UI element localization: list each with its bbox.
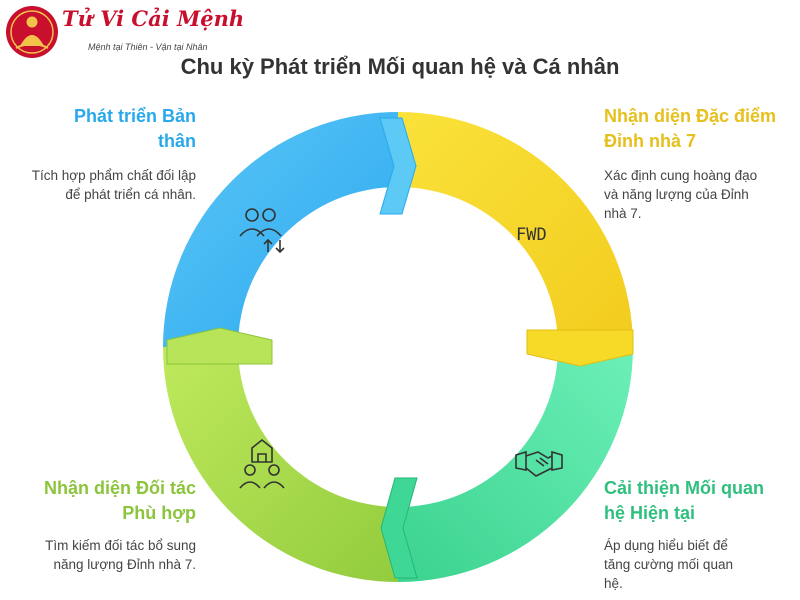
chevron-connector-left [166,327,273,365]
ring-segment-blue [163,112,398,347]
diagram-title: Chu kỳ Phát triển Mối quan hệ và Cá nhân [180,54,620,79]
logo-subtitle: Mệnh tại Thiên - Vận tại Nhân [88,42,208,52]
chevron-connector-top [379,117,417,215]
stage-description-self-development: Tích hợp phẩm chất đối lập để phát triển… [31,168,196,202]
people-exchange-icon [239,208,285,254]
chevron-connector-right [526,329,634,367]
stage-heading-find-partner: Nhận diện Đối tác Phù hợp [43,478,196,523]
stage-description-improve-relationship: Áp dụng hiểu biết để tăng cường mối quan… [604,538,733,591]
stage-heading-self-development: Phát triển Bản thân [73,106,196,151]
stage-description-find-partner: Tìm kiếm đối tác bổ sung năng lượng Đỉnh… [45,538,196,572]
chevron-connector-bottom [380,477,418,579]
ring-segment-lime [163,347,398,582]
logo: Tử Vi Cải Mệnh Mệnh tại Thiên - Vận tại … [4,4,244,60]
stage-description-house7: Xác định cung hoàng đạo và năng lượng củ… [604,168,758,221]
handshake-icon [515,450,563,477]
ring-segment-yellow [398,112,633,347]
stage-heading-house7: Nhận diện Đặc điểm Đỉnh nhà 7 [604,106,777,151]
fwd-icon: FWD [516,225,547,245]
buddha-logo-icon [6,6,58,58]
logo-title: Tử Vi Cải Mệnh [62,6,245,31]
partners-home-icon [239,438,285,489]
stage-heading-improve-relationship: Cải thiện Mối quan hệ Hiện tại [604,478,764,523]
